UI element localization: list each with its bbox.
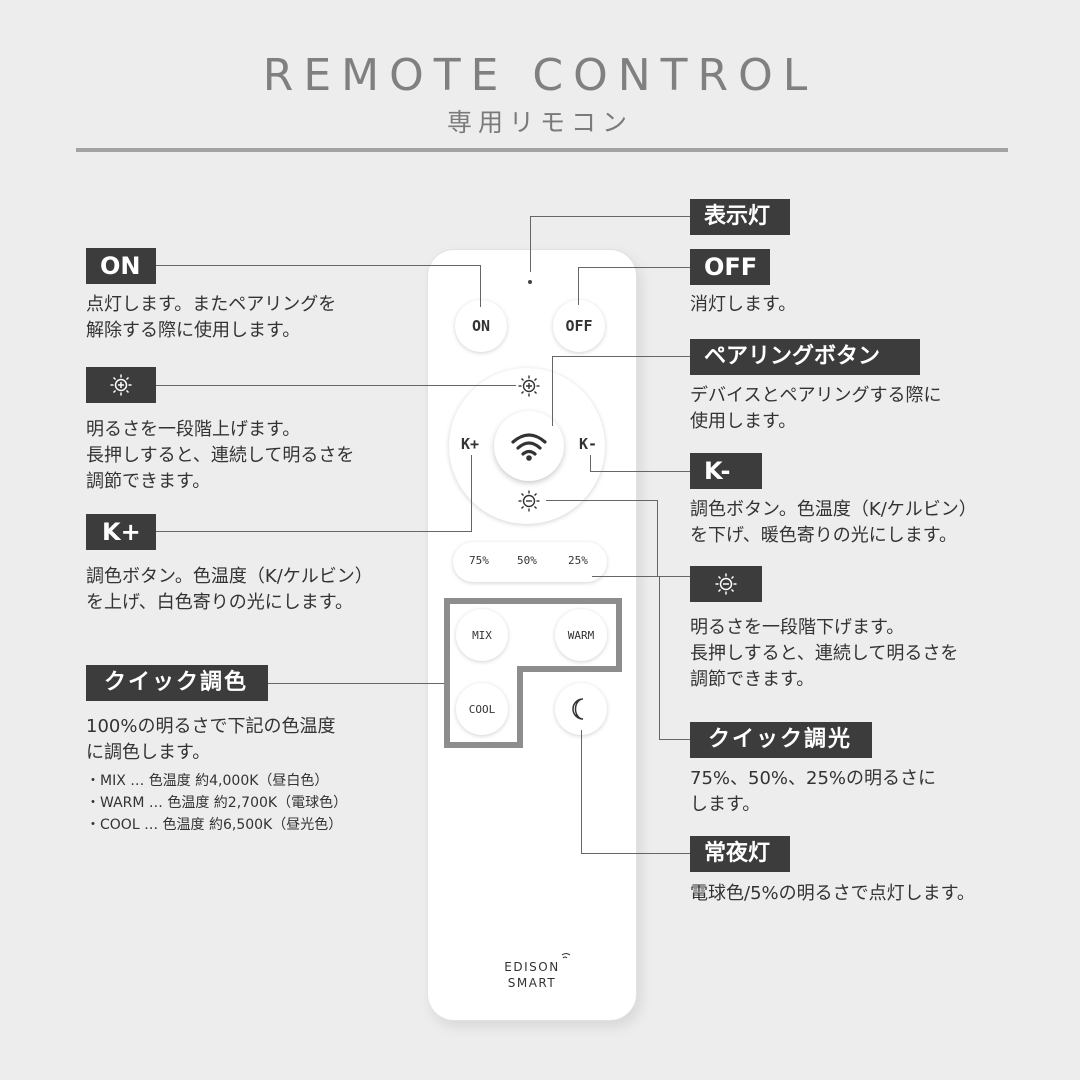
page-title: REMOTE CONTROL xyxy=(262,50,818,101)
line-bright-down xyxy=(546,500,658,501)
brightness-down-icon xyxy=(715,573,737,595)
remote-off-button[interactable]: OFF xyxy=(553,300,605,352)
moon-icon xyxy=(572,698,584,720)
line-indicator-h xyxy=(530,216,690,217)
line-k-plus-v xyxy=(471,455,472,532)
callout-on-tag: ON xyxy=(86,248,156,284)
line-quick-color xyxy=(268,683,444,684)
callout-on-desc: 点灯します。またペアリングを 解除する際に使用します。 xyxy=(86,294,337,341)
callout-pairing-desc: デバイスとペアリングする際に 使用します。 xyxy=(690,385,942,432)
brightness-up-icon xyxy=(110,374,132,396)
line-on xyxy=(156,265,481,266)
brightness-up-icon[interactable] xyxy=(517,374,541,398)
remote-off-label: OFF xyxy=(565,317,593,335)
line-quick-dim-v xyxy=(659,576,660,739)
remote-on-button[interactable]: ON xyxy=(455,300,507,352)
callout-k-plus-tag: K+ xyxy=(86,514,156,550)
callout-pairing-tag: ペアリングボタン xyxy=(690,339,920,375)
remote-k-plus-label[interactable]: K+ xyxy=(461,435,480,453)
callout-k-plus-desc: 調色ボタン。色温度（K/ケルビン） を上げ、白色寄りの光にします。 xyxy=(86,566,373,613)
brand-text-2: SMART xyxy=(507,976,557,990)
line-quick-dim-h2 xyxy=(659,739,690,740)
quick-color-item-mix: ・MIX … 色温度 約4,000K（昼白色） xyxy=(86,773,329,789)
callout-off-desc: 消灯します。 xyxy=(690,294,797,315)
callout-bright-up-desc: 明るさを一段階上げます。 長押しすると、連続して明るさを 調節できます。 xyxy=(86,419,355,492)
pct-25-button[interactable]: 25% xyxy=(568,554,588,567)
pct-75-button[interactable]: 75% xyxy=(469,554,489,567)
remote-k-minus-label[interactable]: K- xyxy=(579,435,598,453)
line-off xyxy=(578,267,690,268)
line-night xyxy=(581,853,690,854)
quick-color-item-cool: ・COOL … 色温度 約6,500K（昼光色） xyxy=(86,817,343,833)
remote-quick-dim-bar: 75% 50% 25% xyxy=(453,542,607,582)
remote-on-label: ON xyxy=(471,317,491,335)
remote-cool-button[interactable]: COOL xyxy=(456,683,508,735)
header-divider xyxy=(76,148,1008,152)
callout-quick-dim-tag: クイック調光 xyxy=(690,722,872,758)
remote-cool-label: COOL xyxy=(468,702,496,716)
callout-k-minus-tag: K- xyxy=(690,453,762,489)
remote-mix-button[interactable]: MIX xyxy=(456,609,508,661)
line-bright-down-h2 xyxy=(657,576,690,577)
remote-warm-button[interactable]: WARM xyxy=(555,609,607,661)
callout-k-minus-desc: 調色ボタン。色温度（K/ケルビン） を下げ、暖色寄りの光にします。 xyxy=(690,499,977,546)
line-pairing xyxy=(552,356,690,357)
line-pairing-v xyxy=(552,356,553,426)
indicator-light xyxy=(528,280,532,284)
callout-indicator-tag: 表示灯 xyxy=(690,199,790,235)
quick-color-highlight xyxy=(444,598,622,748)
line-on-v xyxy=(480,265,481,307)
pct-50-button[interactable]: 50% xyxy=(517,554,537,567)
callout-off-tag: OFF xyxy=(690,249,770,285)
line-k-plus xyxy=(156,531,472,532)
line-k-minus-v xyxy=(590,455,591,471)
signal-icon xyxy=(562,953,571,959)
remote-warm-label: WARM xyxy=(567,628,595,642)
callout-bright-down-tag xyxy=(690,566,762,602)
callout-quick-color-tag: クイック調色 xyxy=(86,665,268,701)
callout-quick-color-desc: 100%の明るさで下記の色温度 に調色します。 xyxy=(86,716,336,763)
callout-night-tag: 常夜灯 xyxy=(690,836,790,872)
callout-quick-dim-desc: 75%、50%、25%の明るさに します。 xyxy=(690,768,937,815)
callout-night-desc: 電球色/5%の明るさで点灯します。 xyxy=(690,883,975,904)
line-k-minus xyxy=(590,471,690,472)
remote-night-light-button[interactable] xyxy=(555,683,607,735)
line-bright-up xyxy=(156,385,516,386)
brand-text-1: EDISON xyxy=(504,960,560,974)
callout-bright-down-desc: 明るさを一段階下げます。 長押しすると、連続して明るさを 調節できます。 xyxy=(690,617,959,690)
line-off-v xyxy=(578,267,579,305)
brightness-down-icon[interactable] xyxy=(517,489,541,513)
callout-bright-up-tag xyxy=(86,367,156,403)
page-subtitle: 専用リモコン xyxy=(446,108,633,137)
line-night-v xyxy=(581,730,582,853)
wifi-icon xyxy=(511,433,547,461)
line-indicator xyxy=(530,216,531,272)
line-quick-dim xyxy=(592,576,660,577)
remote-mix-label: MIX xyxy=(472,628,492,642)
quick-color-item-warm: ・WARM … 色温度 約2,700K（電球色） xyxy=(86,795,348,811)
line-bright-down-v xyxy=(657,500,658,576)
